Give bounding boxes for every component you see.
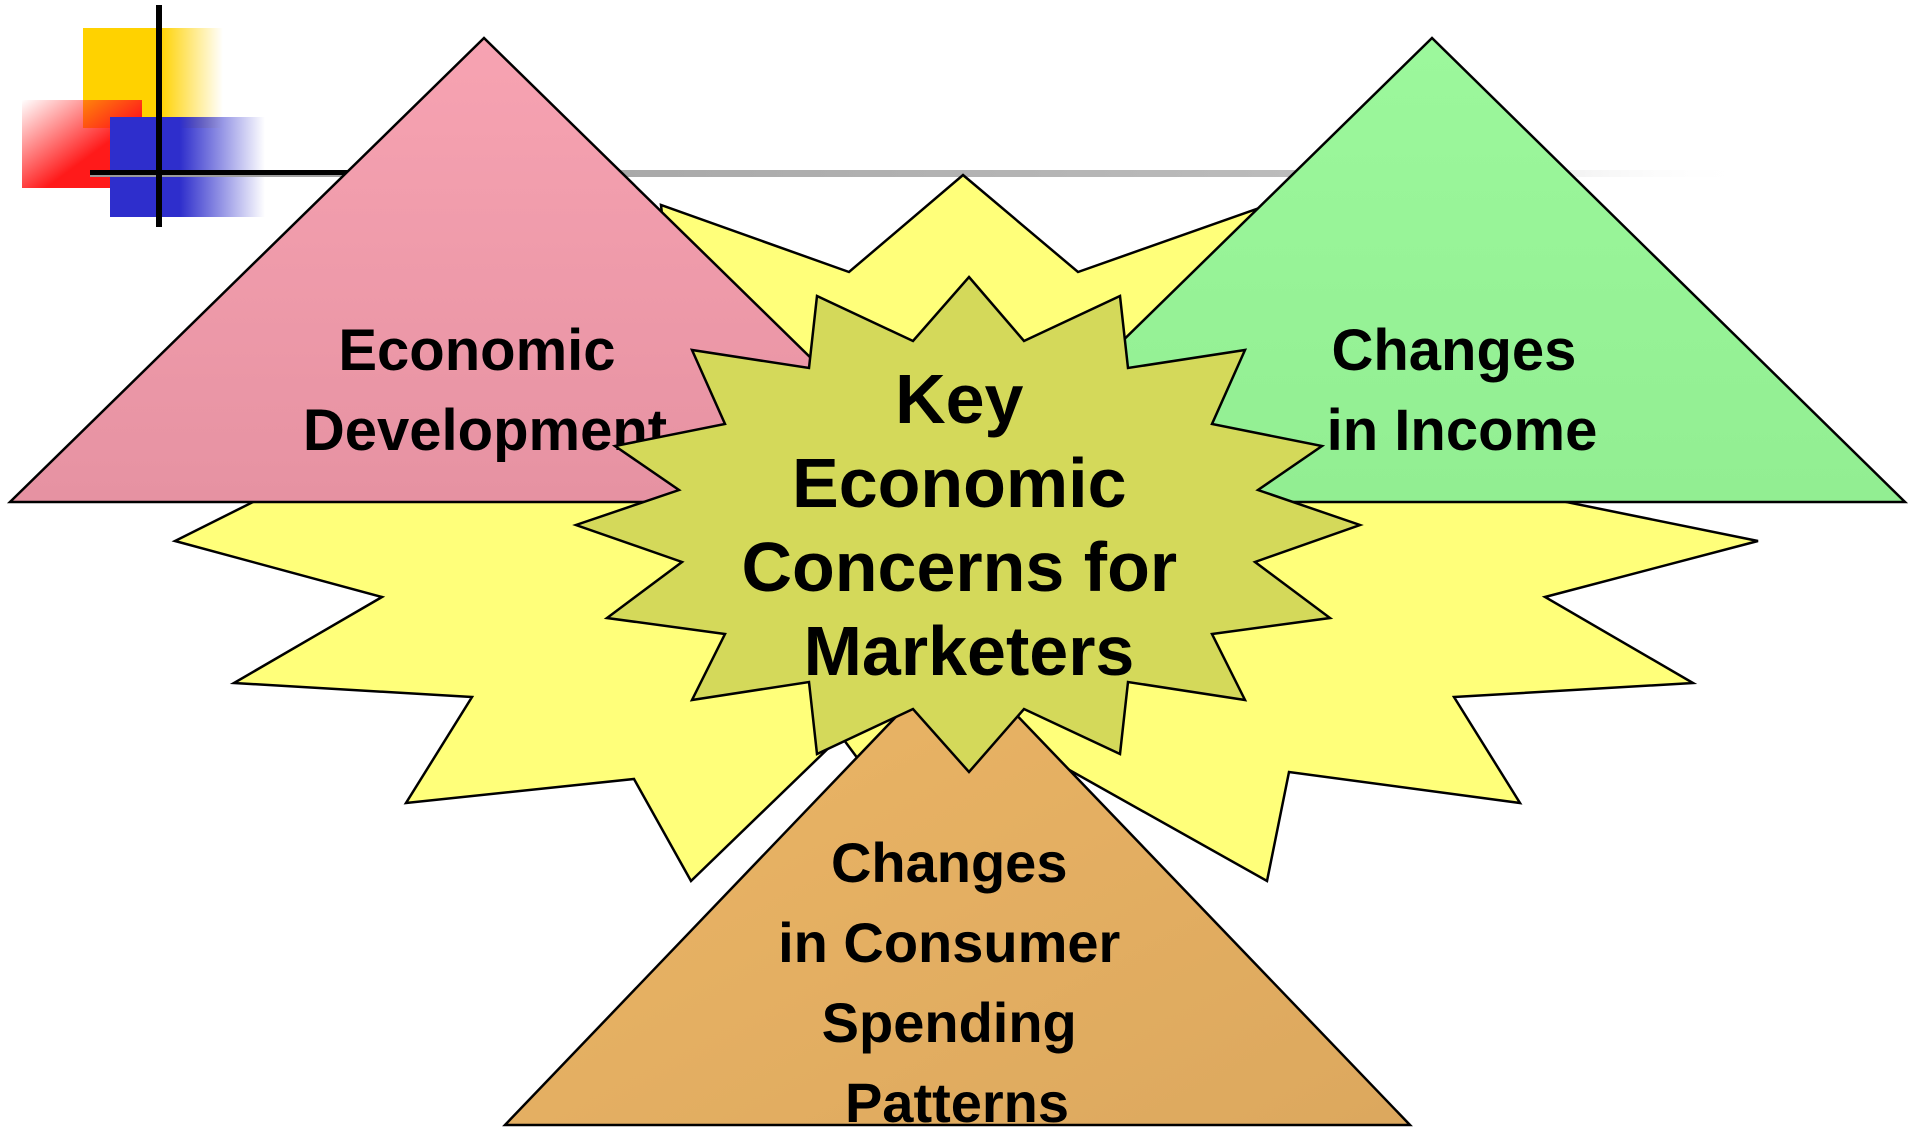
topic-changes-income-label: Changes in Income [1327, 318, 1598, 463]
logo-blue-square [110, 117, 265, 217]
triangle-changes-consumer-spending [502, 651, 1413, 1127]
logo-horizontal-line [90, 170, 350, 175]
center-title: Key Economic Concerns for Marketers [741, 360, 1196, 690]
center-starburst [572, 275, 1364, 774]
color-squares-logo [22, 5, 1750, 227]
logo-vertical-line [156, 5, 162, 227]
topic-changes-consumer-spending-label: Changes in Consumer Spending Patterns [778, 831, 1136, 1130]
topic-economic-development-label: Economic Development [303, 318, 667, 463]
header-rule [90, 170, 1750, 177]
